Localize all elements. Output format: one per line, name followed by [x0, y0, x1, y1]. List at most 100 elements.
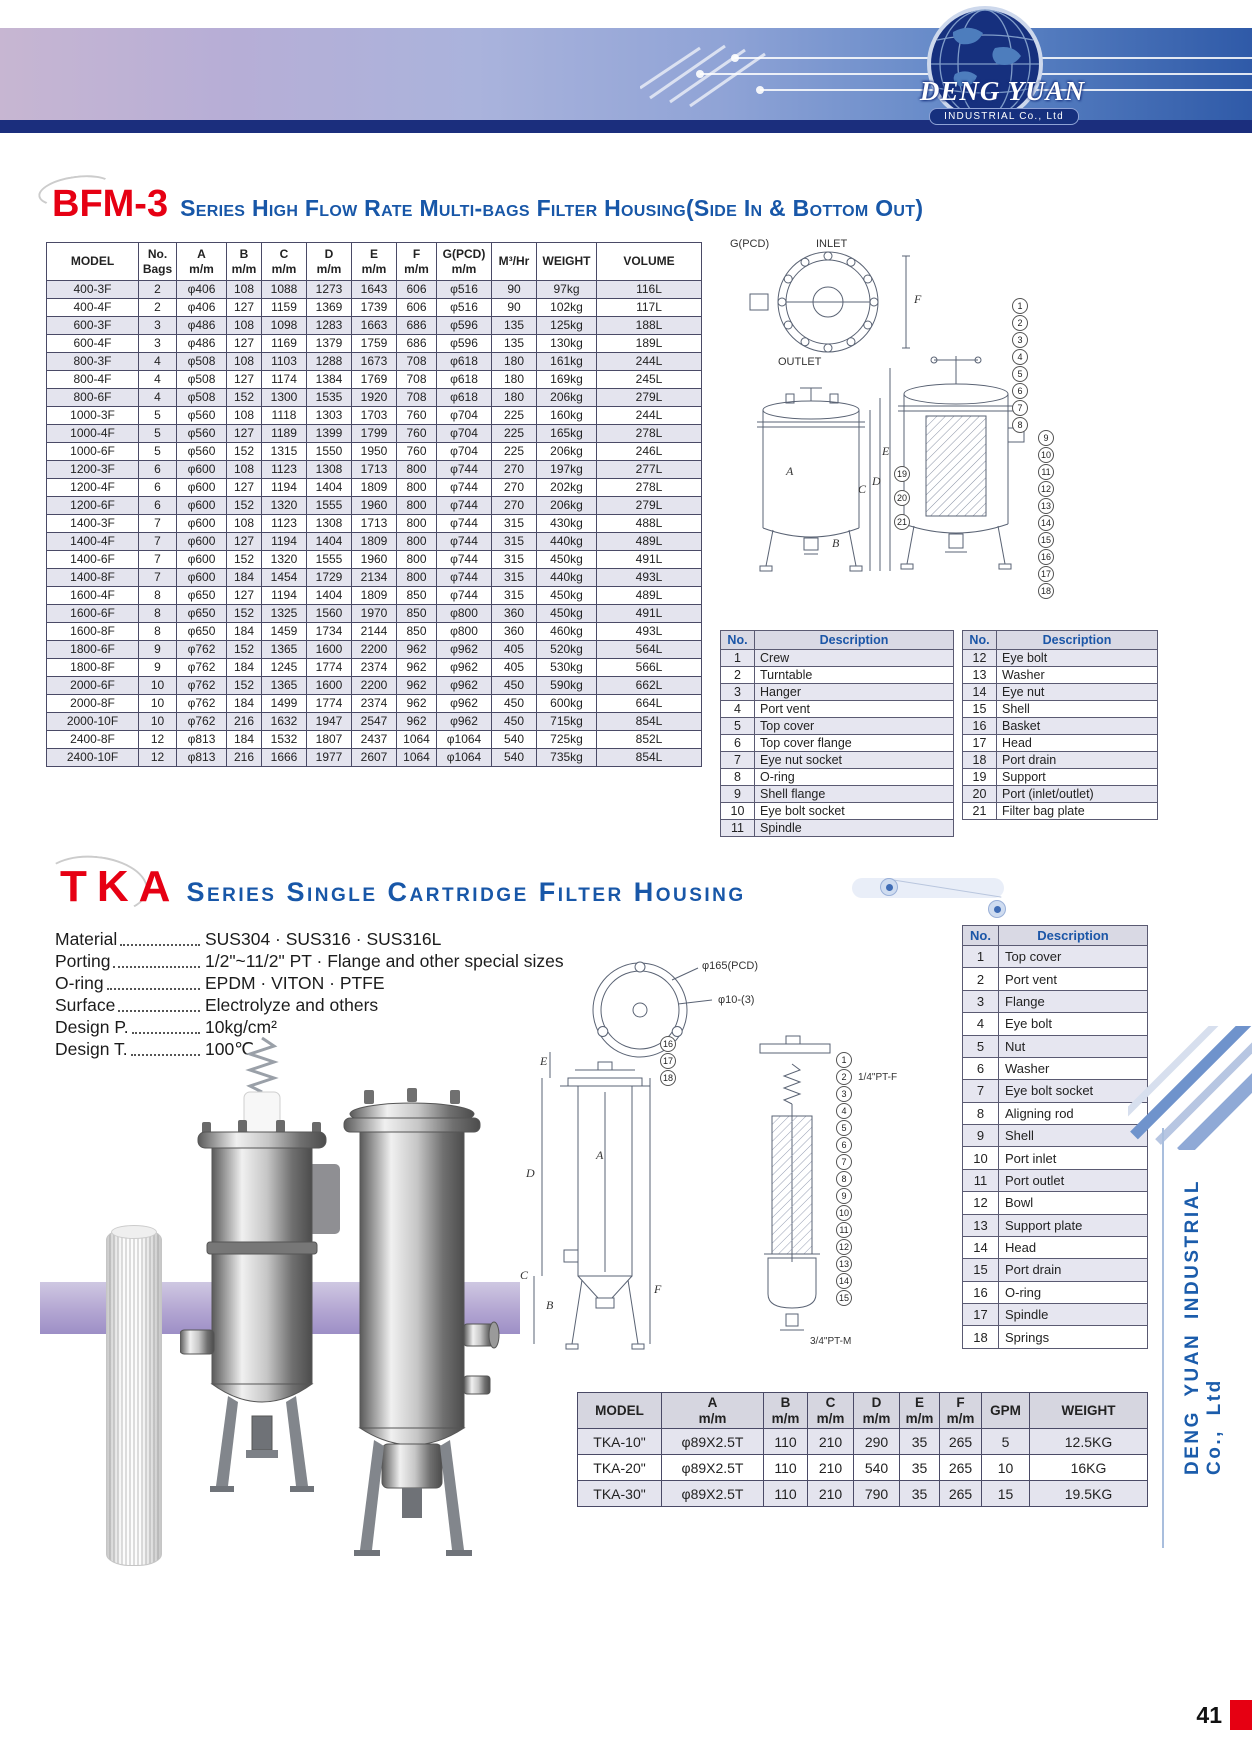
inlet-label: INLET — [816, 238, 848, 250]
column-header: A m/m — [176, 242, 227, 281]
callout-number: 15 — [1038, 532, 1054, 548]
column-header: G(PCD) m/m — [436, 242, 492, 281]
callout-number: 10 — [1038, 447, 1054, 463]
bfm3-drawing-svg — [716, 238, 1160, 590]
spec-label: Design T. — [55, 1039, 128, 1059]
callout-number: 7 — [1012, 400, 1028, 416]
column-header: C m/m — [261, 242, 307, 281]
callout-number: 18 — [1038, 583, 1054, 599]
dim-e-label: E — [540, 1054, 548, 1068]
callout-number: 1 — [836, 1052, 852, 1068]
bfm3-series-name: Series High Flow Rate Multi-bags Filter … — [180, 195, 924, 221]
callout-number: 9 — [836, 1188, 852, 1204]
column-header: WEIGHT — [1029, 1391, 1148, 1430]
bfm3-series-code: BFM-3 — [52, 183, 169, 225]
callout-number: 13 — [836, 1256, 852, 1272]
sidebar-company-text: DENG YUAN INDUSTRIAL Co., Ltd — [1182, 1179, 1225, 1475]
dim-b-label: B — [546, 1298, 554, 1312]
column-header: No. — [962, 925, 999, 946]
callout-number: 3 — [836, 1086, 852, 1102]
tka-series-name: Series Single Cartridge Filter Housing — [186, 877, 746, 907]
callout-number: 17 — [660, 1053, 676, 1069]
callout-number: 13 — [1038, 498, 1054, 514]
callout-number: 12 — [1038, 481, 1054, 497]
callout-number: 5 — [1012, 366, 1028, 382]
column-header: GPM — [981, 1391, 1030, 1430]
bfm3-section-title: BFM-3 Series High Flow Rate Multi-bags F… — [52, 183, 923, 226]
dim-f-label: F — [914, 292, 922, 306]
spec-row-material: Material SUS304 · SUS316 · SUS316L — [55, 928, 580, 950]
callout-number: 8 — [1012, 417, 1028, 433]
column-header: C m/m — [807, 1391, 854, 1430]
dim-f-label: F — [654, 1282, 662, 1296]
callout-number: 19 — [894, 466, 910, 482]
column-header: E m/m — [899, 1391, 940, 1430]
callout-number: 14 — [836, 1273, 852, 1289]
spec-value: 1/2"~11/2" PT · Flange and other special… — [205, 951, 564, 971]
tka-series-code: TKA — [60, 862, 181, 911]
tka-technical-drawing: φ165(PCD) φ10-(3) E D A C B F 1/4"PT-F 3… — [520, 952, 970, 1382]
callout-number: 7 — [836, 1154, 852, 1170]
page-number-marker — [1230, 1700, 1252, 1730]
spec-leader-dots — [113, 966, 200, 968]
dim-d-label: D — [872, 474, 881, 488]
product-photo-cartridge — [106, 1225, 162, 1566]
callout-number: 15 — [836, 1290, 852, 1306]
column-header: D m/m — [306, 242, 352, 281]
column-header: No. Bags — [138, 242, 177, 281]
callout-number: 16 — [1038, 549, 1054, 565]
spec-leader-dots — [118, 1010, 200, 1012]
tka-drawing-svg — [520, 952, 970, 1382]
tka-title-decor — [852, 870, 1032, 922]
parts-header-row: No.Description — [962, 925, 1148, 946]
column-header: D m/m — [853, 1391, 900, 1430]
spec-leader-dots — [130, 1054, 200, 1056]
spec-value: SUS304 · SUS316 · SUS316L — [205, 929, 442, 949]
spec-label: Design P. — [55, 1017, 129, 1037]
decor-capsule — [852, 878, 1004, 898]
column-header: B m/m — [226, 242, 262, 281]
spec-row-porting: Porting 1/2"~11/2" PT · Flange and other… — [55, 950, 580, 972]
column-header: F m/m — [396, 242, 437, 281]
callout-number: 6 — [836, 1137, 852, 1153]
callout-number: 21 — [894, 514, 910, 530]
dim-c-label: C — [520, 1268, 529, 1282]
port-top-label: 1/4"PT-F — [858, 1072, 898, 1083]
spec-value: 10kg/cm² — [205, 1017, 277, 1037]
